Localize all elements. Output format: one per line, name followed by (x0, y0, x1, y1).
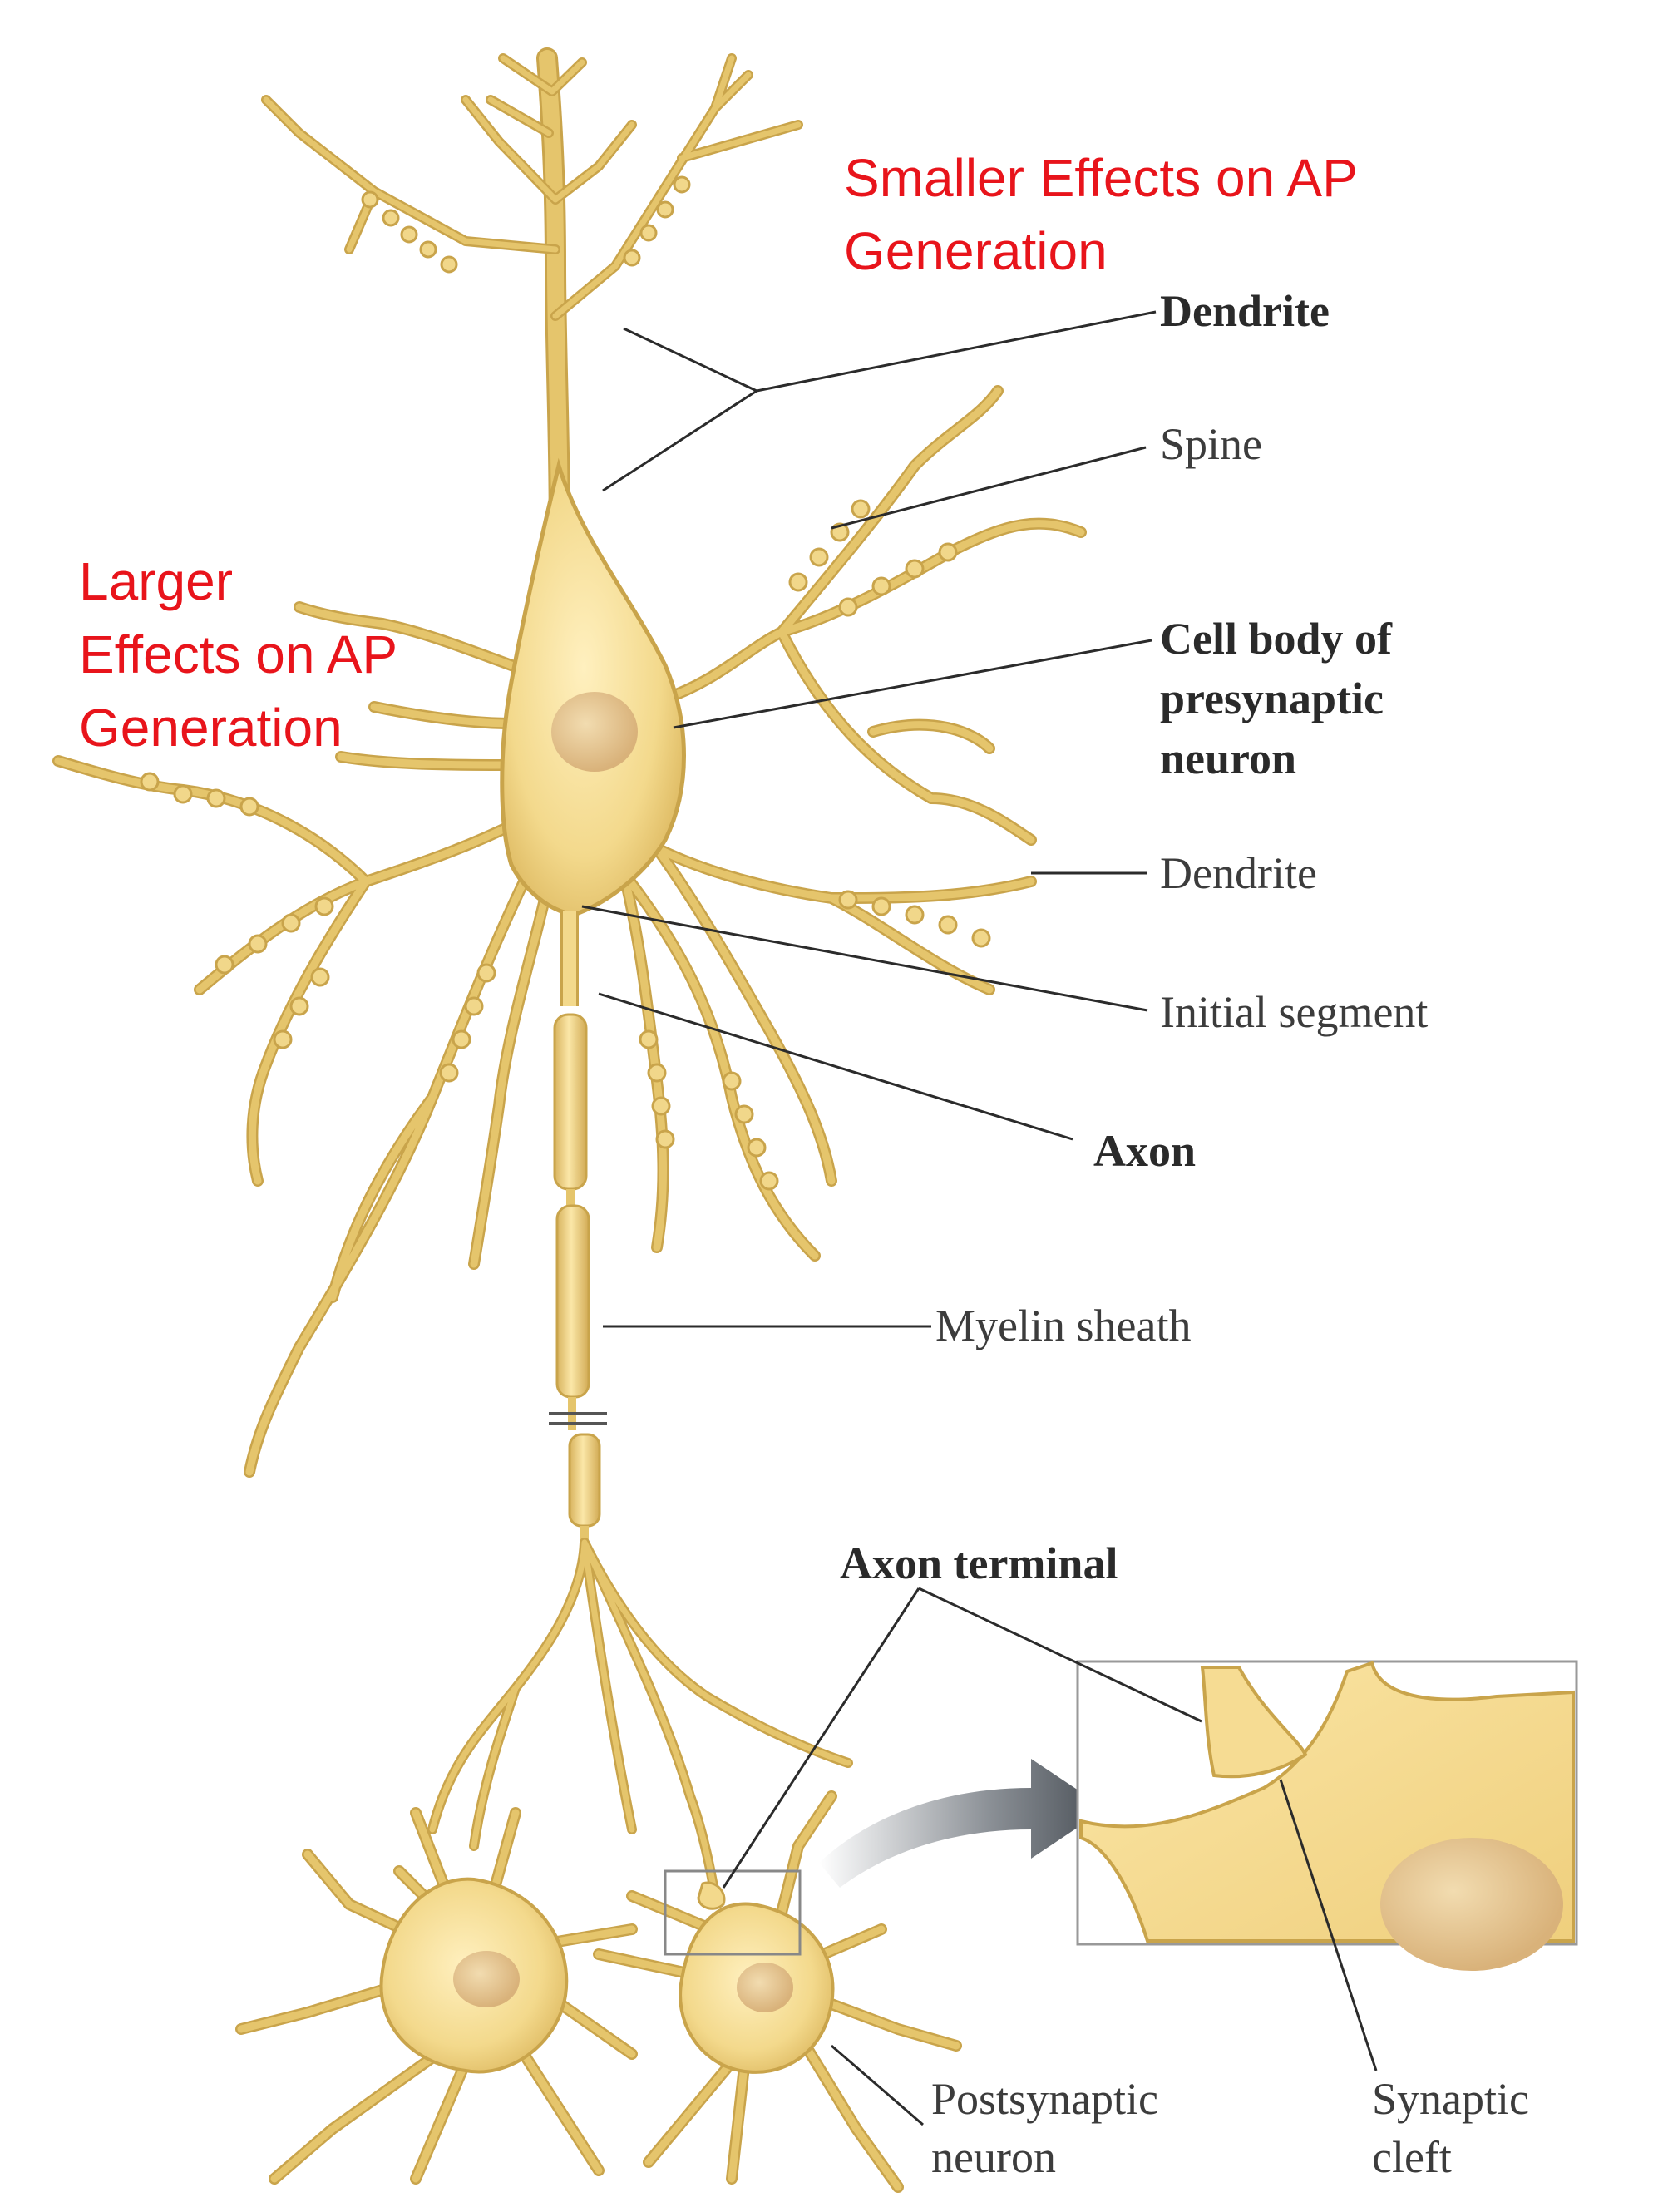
dendrite-tree (52, 47, 1087, 1478)
annotation-larger-effects: Larger Effects on AP Generation (79, 551, 398, 758)
axon-shaft (549, 911, 607, 1543)
label-axon: Axon (1093, 1126, 1196, 1176)
nucleus (551, 692, 638, 772)
synapse-inset (1076, 1660, 1578, 1971)
myelin-segment (553, 1013, 588, 1191)
axon-terminal-bouton (697, 1881, 726, 1910)
myelin-segment (555, 1204, 590, 1399)
cell-body (500, 457, 686, 917)
leader-lines (581, 310, 1378, 2126)
labels: Dendrite Spine Cell body of presynaptic … (840, 286, 1529, 2182)
label-myelin-sheath: Myelin sheath (935, 1301, 1191, 1350)
label-dendrite-mid: Dendrite (1160, 848, 1317, 898)
label-initial-segment: Initial segment (1160, 987, 1428, 1037)
postsynaptic-neuron-left (235, 1807, 638, 2185)
myelin-segment (568, 1433, 601, 1528)
magnify-arrow (819, 1759, 1106, 1888)
label-spine: Spine (1160, 419, 1262, 469)
synapse-highlight-box (664, 1869, 802, 1956)
label-postsynaptic-1: Postsynaptic (931, 2074, 1158, 2124)
label-synaptic-cleft-1: Synaptic (1372, 2074, 1529, 2124)
label-postsynaptic-2: neuron (931, 2132, 1056, 2182)
label-synaptic-cleft-2: cleft (1372, 2132, 1452, 2182)
label-cell-body-2: presynaptic (1160, 674, 1384, 723)
annotation-smaller-effects: Smaller Effects on AP Generation (844, 148, 1358, 281)
label-cell-body-3: neuron (1160, 733, 1296, 783)
axon-terminal-branches (427, 1538, 853, 1910)
label-axon-terminal: Axon terminal (840, 1538, 1118, 1588)
postsynaptic-neuron-right (593, 1790, 962, 2193)
label-dendrite-top: Dendrite (1160, 286, 1330, 336)
label-cell-body-1: Cell body of (1160, 614, 1393, 664)
dendritic-spines (140, 175, 991, 1191)
